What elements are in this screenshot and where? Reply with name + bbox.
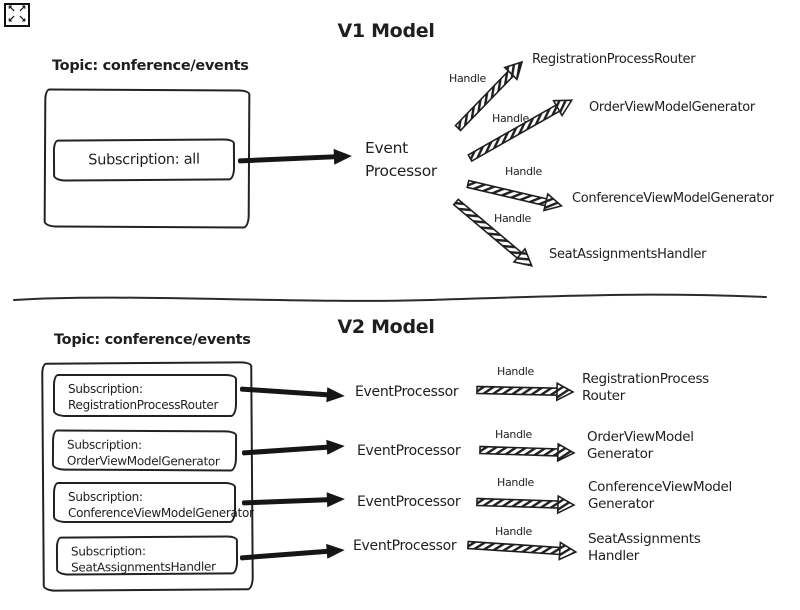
v2-handle-arrow-seats (466, 540, 578, 561)
v2-subscription-name-1: RegistrationProcessRouter (68, 398, 219, 412)
v2-handle-label-4: Handle (495, 525, 532, 538)
v1-arrow-subscription-to-processor (237, 148, 352, 165)
v1-handle-label-4: Handle (494, 212, 531, 225)
v1-handler-registration: RegistrationProcessRouter (532, 52, 696, 67)
v1-handle-arrow-orderview (467, 99, 574, 163)
v1-handle-arrow-conference (466, 179, 564, 212)
v2-handler-orderview-line1: OrderViewModel (587, 429, 694, 445)
v2-handle-arrow-conference (476, 494, 576, 515)
v2-handler-seats-line2: Handler (588, 548, 640, 564)
v2-topic-label: Topic: conference/events (54, 332, 251, 348)
v2-handle-arrow-registration (476, 381, 575, 402)
v1-section-title: V1 Model (337, 20, 435, 42)
arrow-up-right-glyph: ↗ (18, 4, 27, 15)
v2-handler-registration-line1: RegistrationProcess (582, 371, 709, 387)
v2-arrow-subscription-1 (239, 386, 345, 403)
v2-subscription-box-2: Subscription: OrderViewModelGenerator (51, 429, 238, 472)
v2-handler-orderview-line2: Generator (587, 446, 653, 462)
v1-event-processor-line2: Processor (365, 162, 437, 180)
section-divider (13, 293, 767, 302)
v2-handle-label-2: Handle (495, 428, 532, 441)
v2-subscription-box-3: Subscription: ConferenceViewModelGenerat… (53, 482, 254, 523)
v2-subscription-prefix-1: Subscription: (68, 382, 143, 396)
fullscreen-expand-icon[interactable]: ↖ ↗ ↙ ↘ (4, 3, 30, 27)
v2-subscription-name-4: SeatAssignmentsHandler (71, 559, 216, 575)
v2-arrow-subscription-3 (241, 492, 345, 508)
v2-event-processor-3: EventProcessor (357, 494, 461, 510)
v1-handle-label-2: Handle (492, 112, 529, 125)
v2-subscription-box-1: Subscription: RegistrationProcessRouter (53, 374, 237, 417)
v1-handle-label-3: Handle (505, 165, 542, 178)
v2-subscription-prefix-3: Subscription: (68, 490, 143, 504)
v2-arrow-subscription-2 (241, 439, 345, 456)
v2-subscription-name-3: ConferenceViewModelGenerator (68, 506, 254, 520)
v2-handler-conference-line2: Generator (588, 496, 654, 512)
v2-handler-seats-line1: SeatAssignments (588, 531, 701, 547)
v1-handle-arrow-seats (452, 198, 534, 267)
v2-handle-arrow-orderview (479, 442, 576, 463)
v2-arrow-subscription-4 (239, 543, 345, 561)
arrow-down-left-glyph: ↙ (7, 14, 16, 25)
v2-section-title: V2 Model (337, 316, 435, 338)
v2-handler-orderview: OrderViewModel Generator (587, 429, 694, 463)
v1-event-processor-line1: Event (365, 139, 408, 157)
arrow-up-left-glyph: ↖ (7, 4, 16, 15)
v1-subscription-label: Subscription: all (88, 151, 200, 169)
v2-handler-conference: ConferenceViewModel Generator (588, 479, 732, 513)
v1-handle-label-1: Handle (449, 72, 486, 85)
v1-handler-orderview: OrderViewModelGenerator (589, 100, 755, 115)
v1-event-processor-label: Event Processor (365, 137, 437, 183)
v2-handler-conference-line1: ConferenceViewModel (588, 479, 733, 495)
v2-handler-registration: RegistrationProcess Router (582, 371, 709, 405)
v2-handle-label-1: Handle (497, 365, 534, 378)
arrow-down-right-glyph: ↘ (18, 14, 27, 25)
v2-handler-seats: SeatAssignments Handler (588, 531, 701, 565)
v2-event-processor-2: EventProcessor (357, 443, 461, 459)
v2-event-processor-1: EventProcessor (355, 384, 459, 400)
v1-topic-label: Topic: conference/events (52, 58, 249, 74)
v2-subscription-prefix-4: Subscription: (70, 544, 146, 559)
v2-subscription-box-4: Subscription: SeatAssignmentsHandler (55, 535, 239, 576)
v2-subscription-name-2: OrderViewModelGenerator (66, 453, 220, 469)
v1-handler-seats: SeatAssignmentsHandler (549, 247, 707, 262)
v2-subscription-prefix-2: Subscription: (66, 437, 142, 452)
v1-handler-conference: ConferenceViewModelGenerator (572, 191, 774, 206)
v1-subscription-box: Subscription: all (52, 138, 236, 182)
v2-handle-label-3: Handle (497, 476, 534, 489)
v2-event-processor-4: EventProcessor (353, 538, 457, 554)
v2-handler-registration-line2: Router (582, 388, 625, 404)
